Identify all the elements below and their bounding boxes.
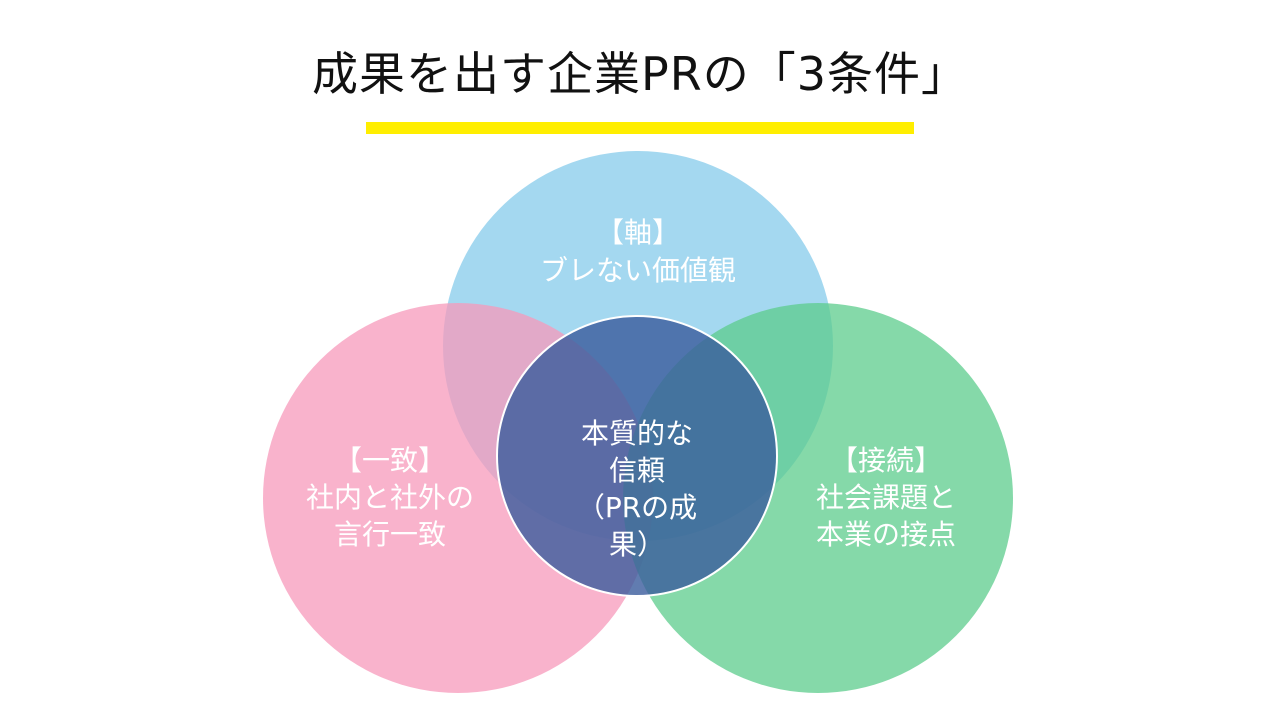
circle-top-heading: 【軸】 xyxy=(596,216,680,249)
center-circle xyxy=(496,315,778,597)
circle-left-line-1: 社内と社外の xyxy=(306,481,474,514)
center-line-4: 果） xyxy=(609,528,665,561)
title-underline xyxy=(366,122,914,134)
page-title: 成果を出す企業PRの「3条件」 xyxy=(312,47,968,101)
center-line-2: 信頼 xyxy=(609,454,665,487)
circle-left-heading: 【一致】 xyxy=(334,444,446,477)
circle-top-line-1: ブレない価値観 xyxy=(540,254,736,287)
center-line-1: 本質的な xyxy=(581,417,693,450)
circle-right-line-2: 本業の接点 xyxy=(816,518,956,551)
circle-right-heading: 【接続】 xyxy=(830,444,942,477)
center-line-3: （PRの成 xyxy=(577,491,697,524)
circle-left-line-2: 言行一致 xyxy=(334,518,446,551)
circle-right-line-1: 社会課題と xyxy=(816,481,956,514)
